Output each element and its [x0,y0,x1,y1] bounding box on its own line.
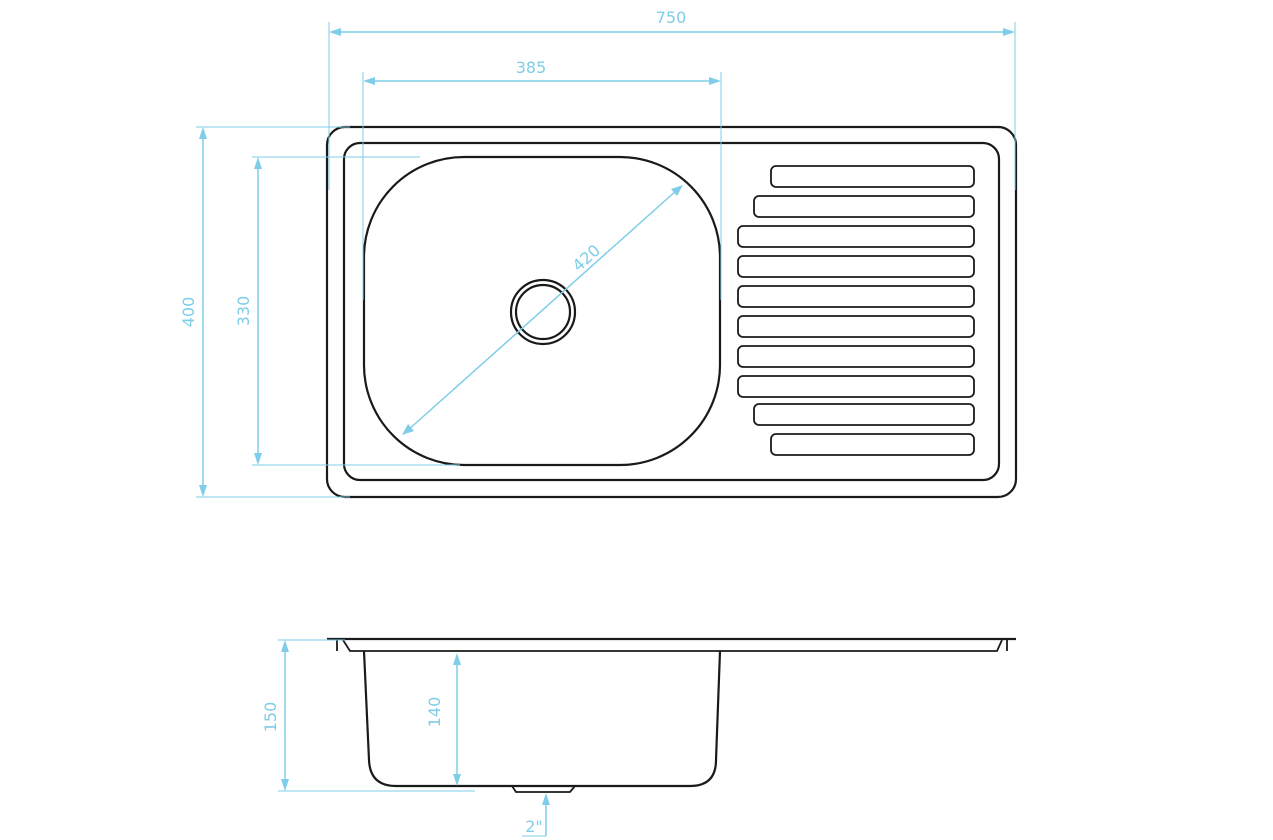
dimension-arrow [254,157,262,169]
dimension-overall-width: 750 [328,8,1016,190]
dimension-arrow [671,185,683,196]
dimension-total-height: 150 [261,639,475,792]
dimension-overall-depth: 400 [179,126,350,498]
dimension-label-bowl-depth: 330 [234,296,253,327]
drainboard-groove [770,165,975,188]
dimension-label-bowl-height: 140 [425,697,444,728]
dimension-arrow [453,774,461,786]
side-rim-underside [342,639,1003,652]
drainboard-grooves [737,165,975,456]
dimension-arrow [199,485,207,497]
dimension-annotations: 750 385 400 330 [179,8,1016,837]
dimension-arrow [453,653,461,665]
dimension-label-bowl-width: 385 [516,58,547,77]
dimension-drain-size: 2" [522,793,550,837]
dimension-label-overall-depth: 400 [179,297,198,328]
drainboard-groove [770,433,975,456]
dimension-arrow [281,640,289,652]
side-bowl-profile [362,650,722,788]
dimension-arrow [709,77,721,85]
sink-inner-rim [342,141,1001,482]
bowl-outline [362,155,722,467]
drainboard-groove [737,345,975,368]
drainboard-groove [737,375,975,398]
dimension-bowl-depth: 330 [234,156,460,466]
dimension-arrow [199,127,207,139]
dimension-bowl-diagonal: 420 [402,185,683,435]
dimension-label-drain-size: 2" [525,817,543,836]
side-drain-outlet [511,785,576,793]
dimension-arrow [254,453,262,465]
side-view [327,637,1016,793]
dimension-arrow [542,793,550,805]
drain-outer-ring [509,278,577,346]
dimension-label-bowl-diagonal: 420 [569,241,604,276]
drainboard-groove [737,285,975,308]
dimension-arrow [329,28,341,36]
dimension-bowl-height: 140 [425,653,461,786]
top-view [325,125,1018,499]
drainboard-groove [737,225,975,248]
drainboard-groove [753,403,975,426]
dimension-arrow [1003,28,1015,36]
drainboard-groove [737,255,975,278]
dimension-bowl-width: 385 [362,58,722,300]
drainboard-groove [753,195,975,218]
dimension-arrow [363,77,375,85]
drain-inner-ring [514,283,572,341]
dimension-label-total-height: 150 [261,702,280,733]
drainboard-groove [737,315,975,338]
dimension-arrow [402,424,414,435]
dimension-label-overall-width: 750 [656,8,687,27]
dimension-arrow [281,779,289,791]
sink-outer-rim [325,125,1018,499]
